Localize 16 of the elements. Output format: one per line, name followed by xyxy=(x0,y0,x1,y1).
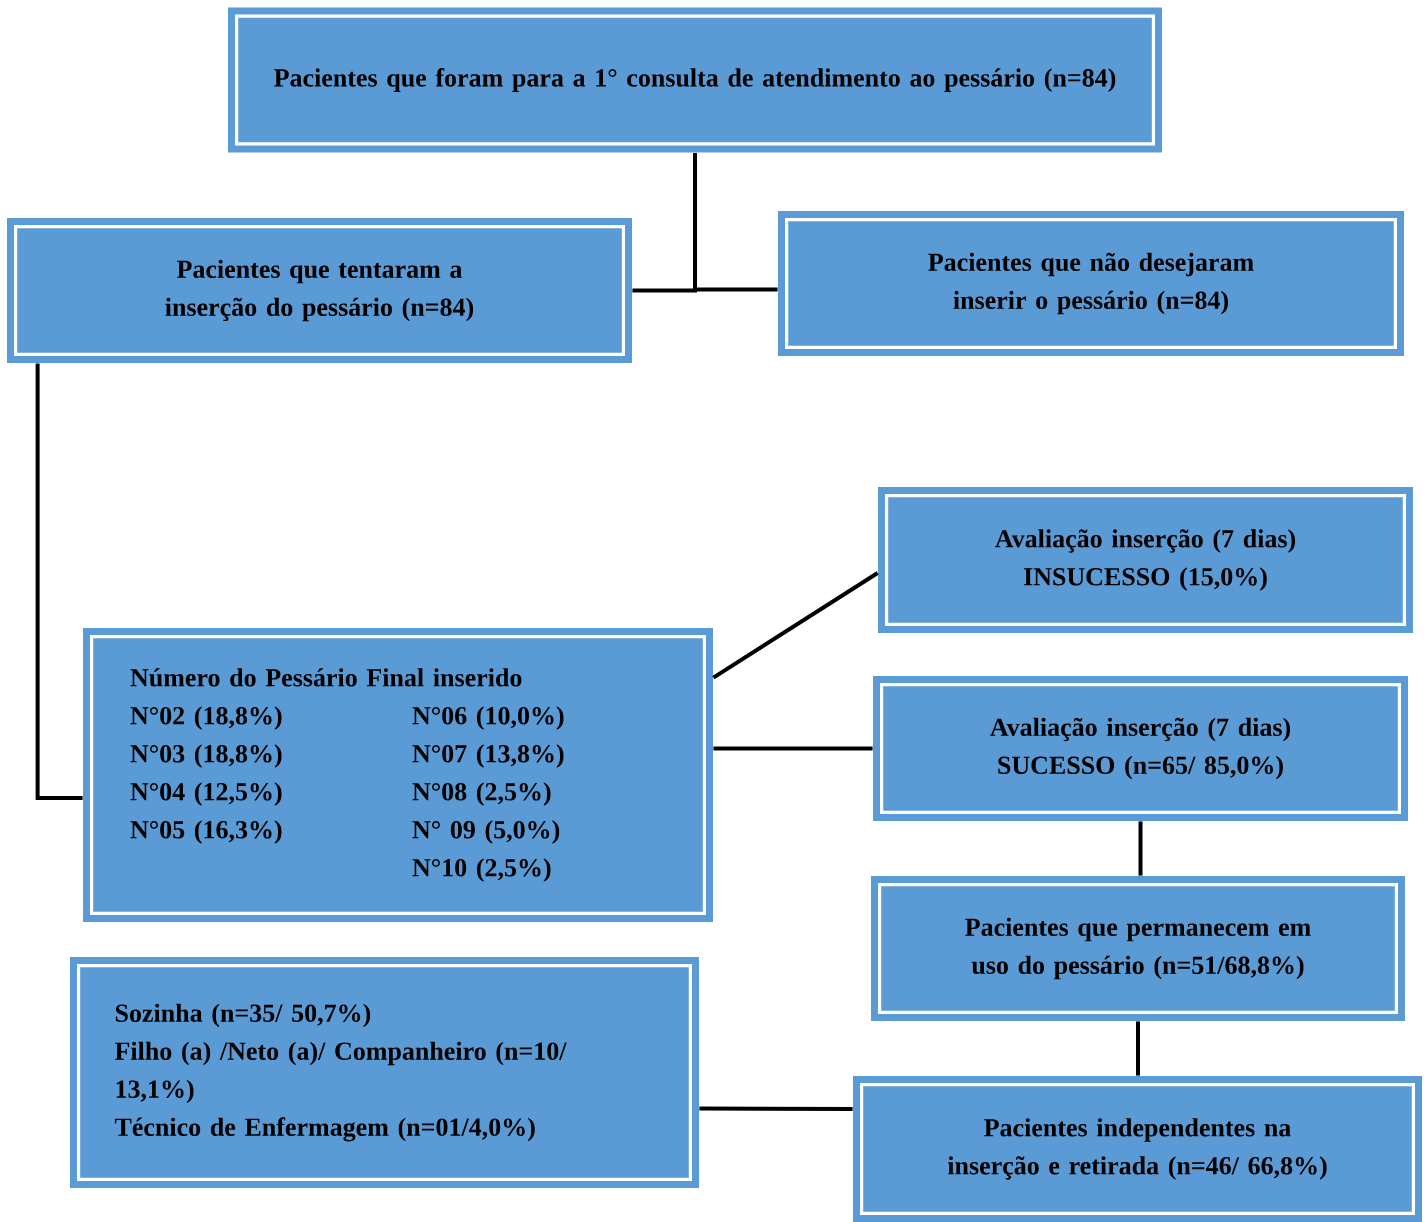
process-box: Pacientes que permanecem em uso do pessário (n=51/68,8%) xyxy=(871,876,1405,1021)
connector-line xyxy=(693,152,778,292)
connector-line xyxy=(699,1106,853,1111)
process-box: Pacientes que foram para a 1° consulta de atendimento ao pessário (n=84) xyxy=(228,7,1162,153)
connector-line xyxy=(35,363,83,800)
process-box: Pacientes que não desejaram inserir o pessário (n=84) xyxy=(778,211,1404,356)
process-box: Avaliação inserção (7 dias) SUCESSO (n=65/ 85,0%) xyxy=(873,676,1408,821)
process-box: Pacientes independentes na inserção e retirada (n=46/ 66,8%) xyxy=(853,1076,1422,1222)
process-box: Avaliação inserção (7 dias) INSUCESSO (15,0%) xyxy=(878,487,1413,633)
connector-line xyxy=(712,571,879,680)
process-box: Sozinha (n=35/ 50,7%) Filho (a) /Neto (a)/ Companheiro (n=10/ 13,1%) Técnico de Enfermagem (n=01/4,0%) xyxy=(70,957,699,1188)
connector-line xyxy=(1136,1021,1140,1076)
connector-line xyxy=(1138,821,1143,876)
connector-line xyxy=(713,746,873,751)
process-box: Pacientes que tentaram a inserção do pessário (n=84) xyxy=(7,218,632,363)
process-box: Número do Pessário Final inserido N°02 (18,8%) N°06 (10,0%) N°03 (18,8%) N°07 (13,8%) N°04 (12,5%) N°08 (2,5%) N°05 (16,3%) N° 09 (5,0%) N°10 (2,5%) xyxy=(83,628,713,922)
